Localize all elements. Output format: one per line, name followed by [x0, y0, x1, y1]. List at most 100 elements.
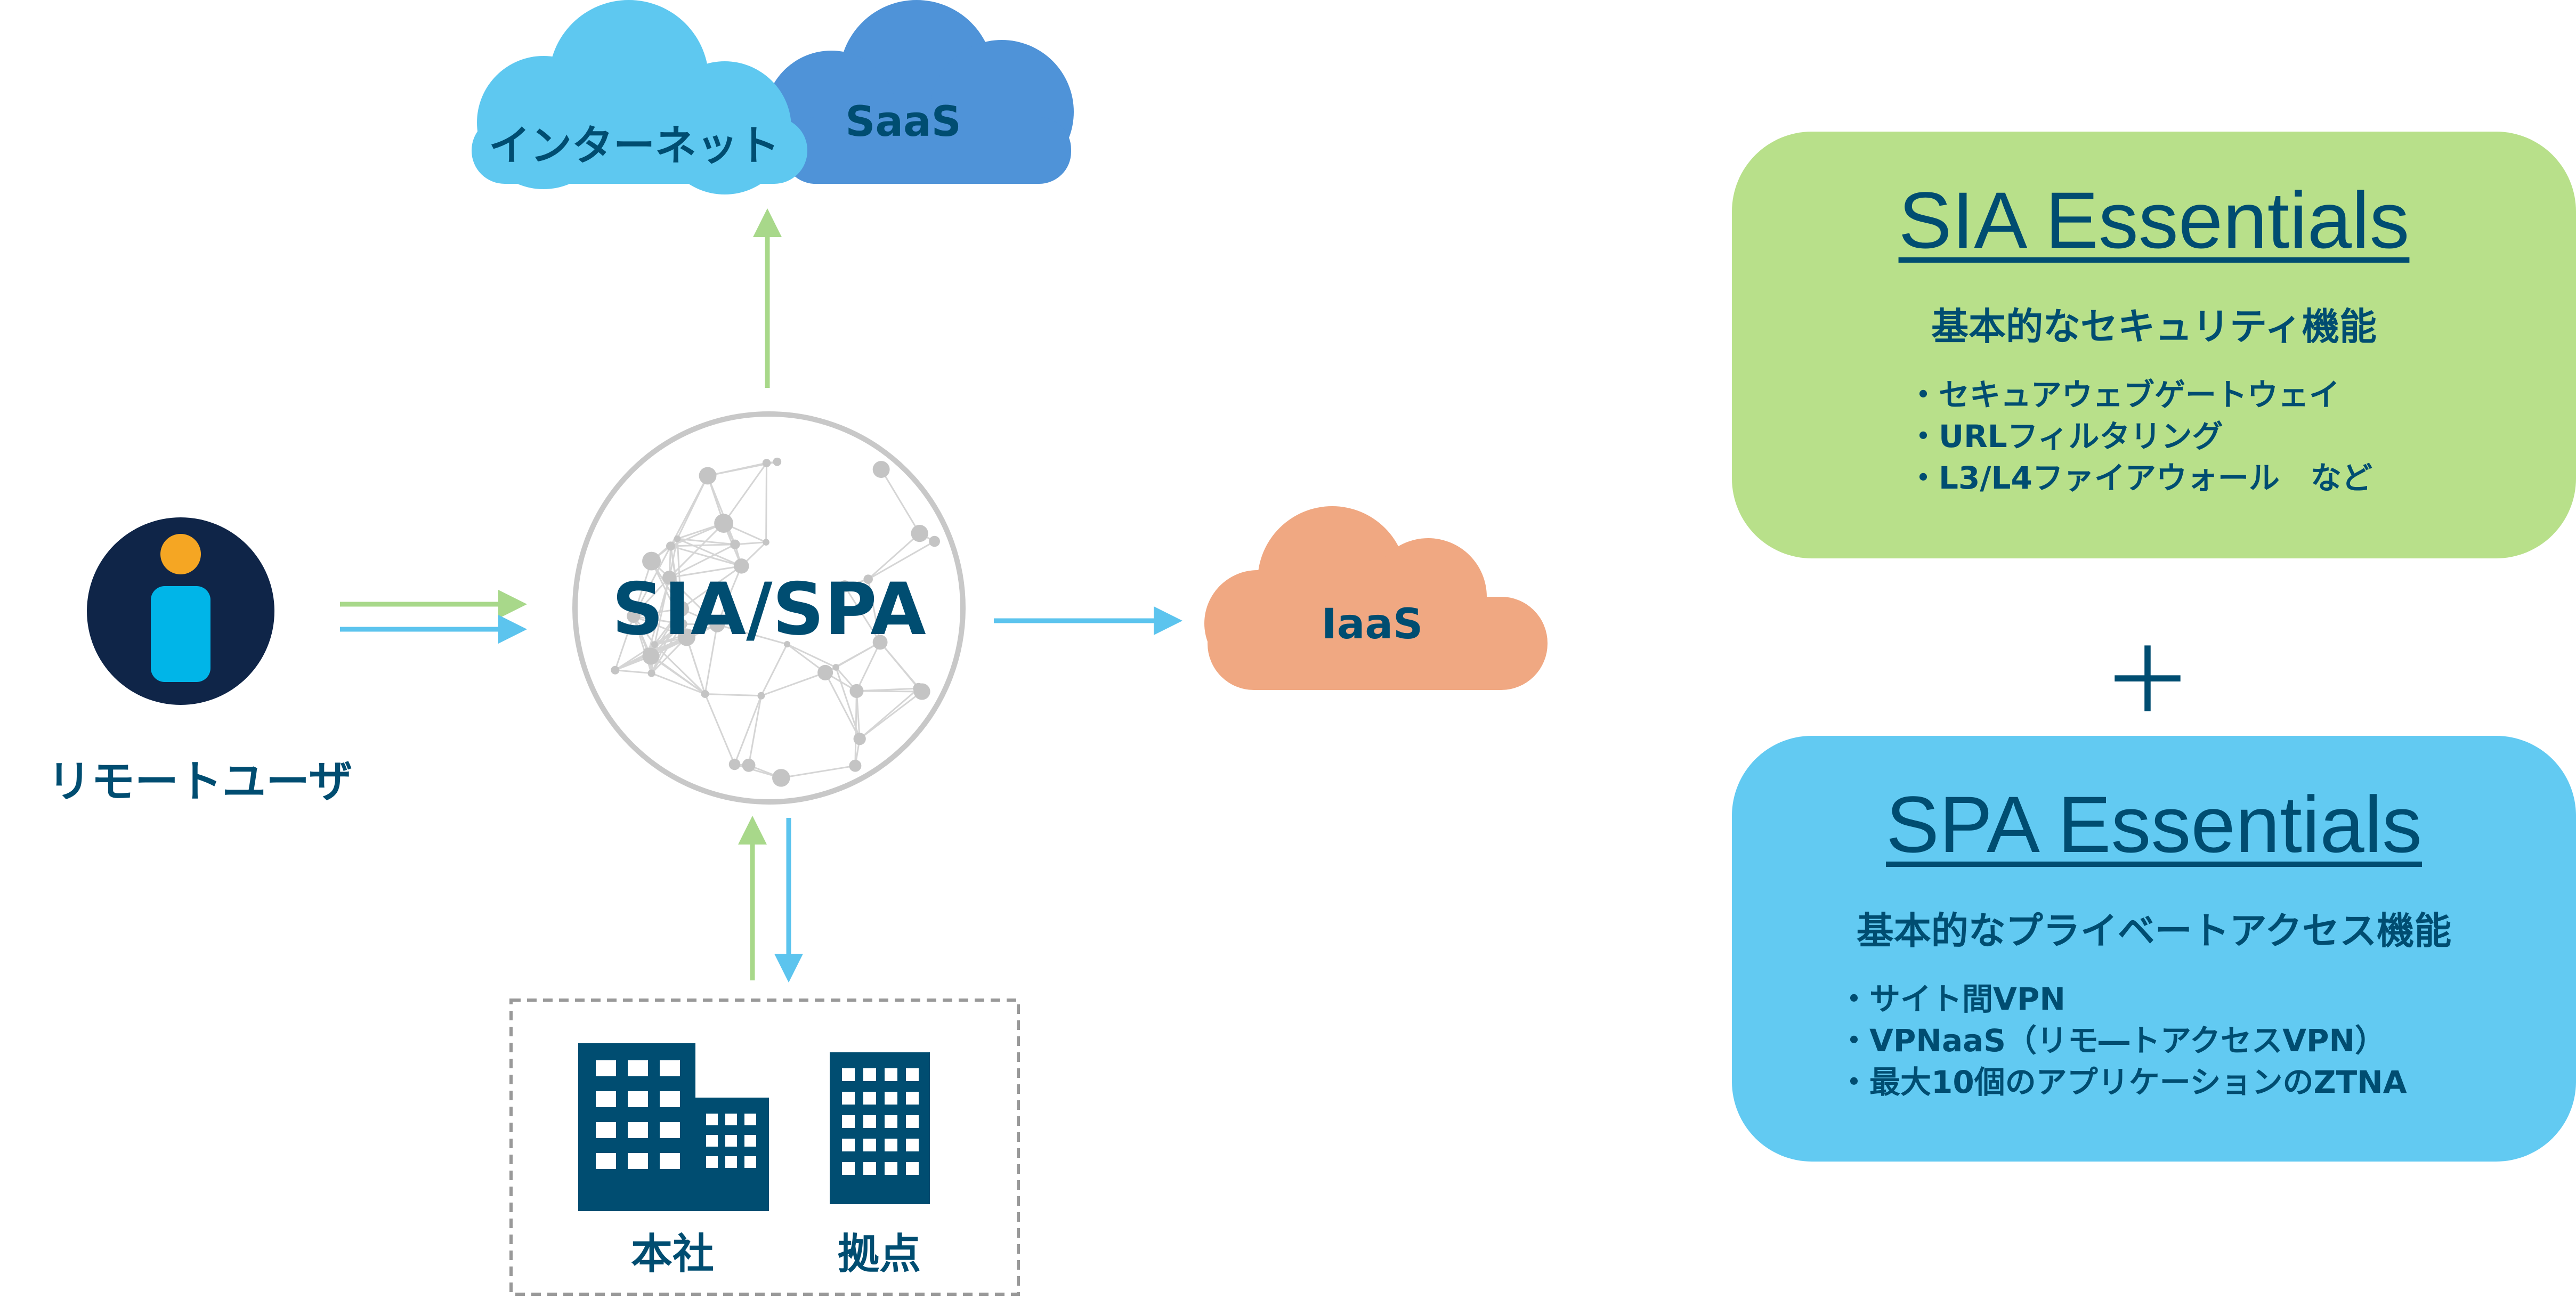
window — [706, 1135, 718, 1147]
saas-label: SaaS — [845, 98, 961, 146]
globe-node — [863, 574, 873, 584]
hq-label: 本社 — [631, 1230, 714, 1278]
window — [596, 1153, 616, 1169]
internet-label: インターネット — [489, 122, 780, 170]
globe-node — [783, 640, 791, 648]
globe-node — [701, 689, 709, 698]
globe-node — [853, 733, 866, 745]
sia-essentials-box: SIA Essentials 基本的なセキュリティ機能 ・セキュアウェブゲートウ… — [1732, 132, 2576, 558]
window — [885, 1139, 897, 1151]
sia-feature: ・セキュアウェブゲートウェイ — [1908, 377, 2340, 413]
window — [863, 1162, 876, 1175]
globe-node — [911, 524, 928, 542]
globe-node — [773, 457, 782, 466]
window — [906, 1139, 919, 1151]
sia-subtitle: 基本的なセキュリティ機能 — [1931, 305, 2377, 348]
globe-node — [709, 616, 725, 632]
globe-node — [838, 580, 851, 592]
globe-node — [832, 664, 839, 671]
window — [906, 1092, 919, 1105]
window — [906, 1162, 919, 1175]
sia-title: SIA Essentials — [1898, 175, 2410, 265]
globe-node — [742, 758, 756, 772]
sia-feature-list: ・セキュアウェブゲートウェイ ・URLフィルタリング ・L3/L4ファイアウォー… — [1908, 374, 2372, 499]
globe-node — [642, 647, 660, 665]
window — [842, 1092, 855, 1105]
hub-label: SIA/SPA — [612, 567, 926, 651]
window — [628, 1153, 648, 1169]
globe-node — [762, 459, 771, 467]
window — [725, 1135, 737, 1147]
user-body-icon — [151, 586, 210, 682]
globe-node — [627, 609, 641, 623]
globe-node — [611, 665, 620, 675]
globe-node — [647, 669, 655, 677]
branch-building-icon — [830, 1052, 930, 1204]
globe-node — [677, 619, 687, 629]
window — [706, 1156, 718, 1168]
globe-node — [849, 759, 862, 772]
internet-cloud — [472, 0, 807, 194]
window — [863, 1139, 876, 1151]
window — [744, 1114, 756, 1125]
spa-essentials-box: SPA Essentials 基本的なプライベートアクセス機能 ・サイト間VPN… — [1732, 736, 2576, 1162]
window — [863, 1115, 876, 1128]
window — [744, 1156, 756, 1168]
window — [628, 1122, 648, 1138]
globe-node — [730, 539, 740, 549]
spa-title: SPA Essentials — [1885, 780, 2423, 869]
globe-node — [651, 641, 658, 648]
window — [842, 1139, 855, 1151]
user-head-icon — [160, 534, 201, 574]
window — [885, 1115, 897, 1128]
window — [863, 1092, 876, 1105]
hq-building-icon — [578, 1043, 769, 1211]
globe-node — [666, 541, 676, 551]
sites-dashed-box — [509, 998, 1020, 1296]
globe-node — [849, 684, 864, 698]
globe-node — [929, 535, 940, 547]
window — [628, 1060, 648, 1076]
window — [660, 1153, 680, 1169]
iaas-cloud — [1204, 506, 1548, 690]
globe-node — [728, 758, 741, 770]
globe-node — [642, 551, 661, 571]
window — [596, 1091, 616, 1107]
plus-sign: ＋ — [2102, 629, 2193, 734]
remote-user-label: リモートユーザ — [47, 757, 353, 807]
globe-node — [734, 558, 749, 574]
window — [660, 1091, 680, 1107]
globe-node — [714, 514, 733, 533]
remote-user-avatar — [87, 517, 274, 705]
spa-feature-list: ・サイト間VPN ・VPNaaS（リモ―トアクセスVPN） ・最大10個のアプリ… — [1838, 978, 2407, 1103]
window — [906, 1068, 919, 1081]
globe-node — [757, 692, 765, 700]
globe-node — [662, 571, 677, 585]
globe-node — [872, 635, 888, 650]
window — [885, 1068, 897, 1081]
globe-node — [772, 769, 790, 787]
window — [906, 1115, 919, 1128]
window — [725, 1114, 737, 1125]
saas-cloud — [765, 0, 1074, 184]
window — [885, 1092, 897, 1105]
globe-node — [674, 535, 681, 542]
iaas-label: IaaS — [1322, 600, 1423, 648]
spa-feature: ・最大10個のアプリケーションのZTNA — [1838, 1064, 2407, 1100]
globe-node — [673, 600, 690, 617]
sia-feature: ・URLフィルタリング — [1908, 418, 2223, 454]
window — [842, 1068, 855, 1081]
window — [596, 1060, 616, 1076]
window — [885, 1162, 897, 1175]
spa-feature: ・サイト間VPN — [1838, 981, 2065, 1017]
branch-label: 拠点 — [838, 1230, 921, 1278]
sia-spa-globe — [572, 411, 966, 805]
window — [863, 1068, 876, 1081]
sia-feature: ・L3/L4ファイアウォール など — [1908, 460, 2372, 496]
globe-node — [678, 628, 695, 646]
globe-node — [872, 461, 890, 478]
globe-node — [817, 664, 833, 680]
spa-feature: ・VPNaaS（リモ―トアクセスVPN） — [1838, 1022, 2386, 1059]
globe-node — [763, 539, 769, 546]
